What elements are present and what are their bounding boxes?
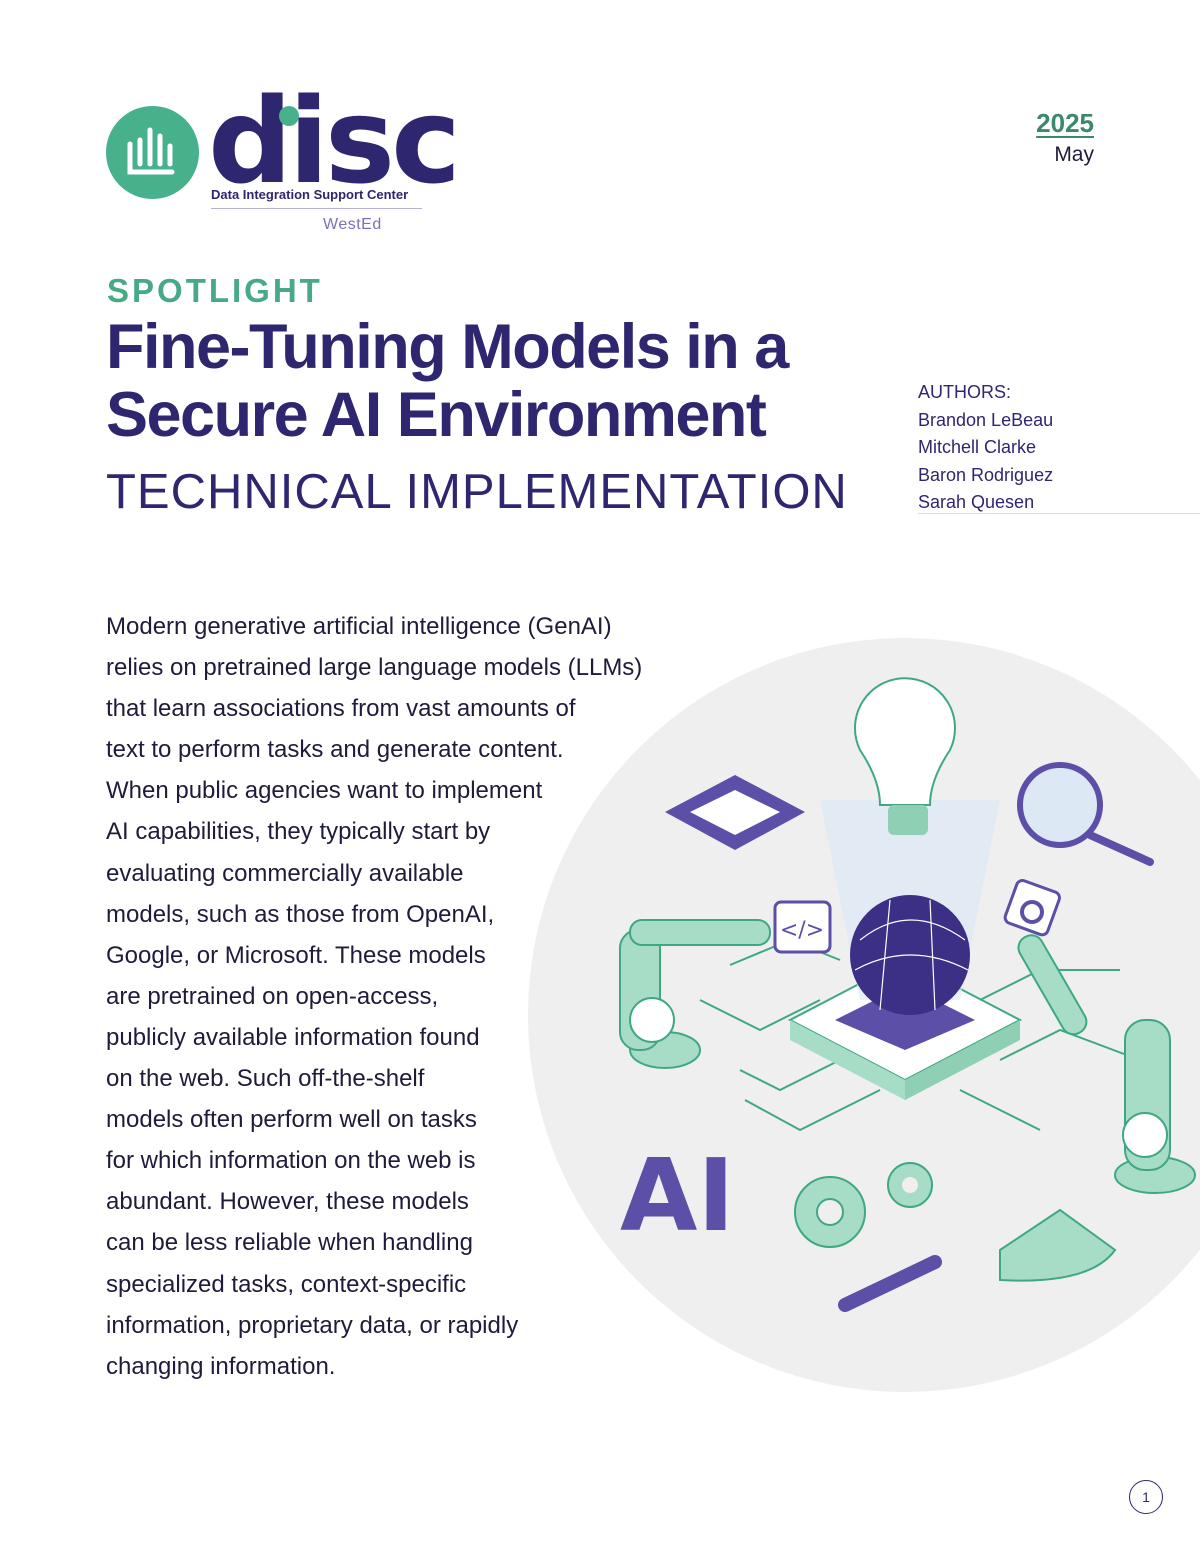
- ai-illustration: </> AI: [528, 638, 1200, 1392]
- intro-paragraph: Modern generative artificial intelligenc…: [106, 606, 642, 1387]
- body-line: When public agencies want to implement: [106, 777, 543, 805]
- publication-month: May: [1054, 143, 1094, 166]
- logo-wordmark: disc: [208, 72, 461, 210]
- logo-divider: [211, 208, 422, 209]
- gear-card-icon: [1003, 878, 1061, 937]
- disc-logo-icon: [106, 106, 199, 199]
- lightbulb-icon: [854, 677, 956, 806]
- body-line: Modern generative artificial intelligenc…: [106, 613, 612, 640]
- magnifier-icon: [1017, 762, 1103, 848]
- body-line: changing information.: [106, 1352, 336, 1380]
- code-symbol: </>: [780, 918, 824, 943]
- title-line: Fine-Tuning Models in a: [106, 312, 789, 382]
- partner-logo: WestEd: [323, 216, 382, 233]
- author-name: Brandon LeBeau: [918, 409, 1054, 430]
- author-name: Baron Rodriguez: [918, 464, 1054, 485]
- shield-icon: [999, 1208, 1117, 1282]
- robot-arm-right-icon: [1017, 934, 1196, 1194]
- body-line: on the web. Such off-the-shelf: [106, 1065, 425, 1093]
- body-line: can be less reliable when handling: [106, 1229, 473, 1257]
- page-subtitle: TECHNICAL IMPLEMENTATION: [106, 465, 848, 519]
- body-line: abundant. However, these models: [106, 1188, 469, 1216]
- body-line: evaluating commercially available: [106, 859, 464, 887]
- body-line: AI capabilities, they typically start by: [106, 818, 491, 846]
- body-line: information, proprietary data, or rapidl…: [106, 1311, 519, 1339]
- authors-divider: [918, 513, 1200, 514]
- author-name: Mitchell Clarke: [918, 437, 1037, 457]
- body-line: models often perform well on tasks: [106, 1106, 477, 1134]
- body-line: Google, or Microsoft. These models: [106, 941, 486, 969]
- wrench-icon: [838, 1255, 942, 1312]
- authors-label: AUTHORS:: [918, 382, 1012, 402]
- ai-letters-icon: AI: [620, 1137, 735, 1254]
- title-line: Secure AI Environment: [106, 380, 767, 450]
- body-line: that learn associations from vast amount…: [106, 695, 576, 723]
- page-number: 1: [1129, 1480, 1163, 1514]
- body-line: are pretrained on open-access,: [106, 982, 439, 1010]
- code-icon: [773, 900, 832, 954]
- body-line: models, such as those from OpenAI,: [106, 900, 495, 928]
- logo-full-name: Data Integration Support Center: [211, 187, 409, 202]
- page-title: Fine-Tuning Models in a Secure AI Enviro…: [106, 312, 789, 450]
- body-line: text to perform tasks and generate conte…: [106, 736, 564, 764]
- body-line: specialized tasks, context-specific: [106, 1270, 467, 1298]
- body-line: for which information on the web is: [106, 1147, 476, 1175]
- robot-arm-left-icon: [619, 919, 771, 1069]
- body-line: publicly available information found: [106, 1023, 480, 1051]
- author-name: Sarah Quesen: [918, 492, 1035, 512]
- logo-dot: [279, 106, 299, 126]
- authors-block: AUTHORS: Brandon LeBeau Mitchell Clarke …: [918, 379, 1053, 517]
- kicker: SPOTLIGHT: [107, 272, 323, 309]
- body-line: relies on pretrained large language mode…: [106, 654, 643, 682]
- publication-year: 2025: [1036, 108, 1094, 138]
